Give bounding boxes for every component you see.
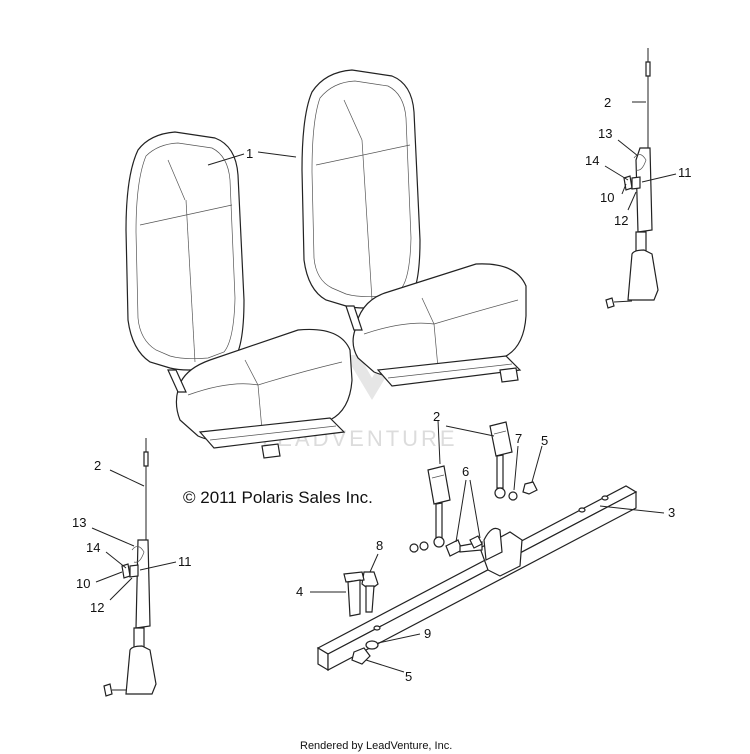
buckles: 2 bbox=[427, 409, 513, 548]
callout-r13: 13 bbox=[598, 126, 612, 141]
callout-5-top: 5 bbox=[541, 433, 548, 448]
callout-7: 7 bbox=[515, 431, 522, 446]
belt-assembly-left: 2 13 14 10 11 12 bbox=[72, 438, 192, 697]
callout-l14: 14 bbox=[86, 540, 100, 555]
callout-l13: 13 bbox=[72, 515, 86, 530]
pin-8: 8 bbox=[361, 538, 383, 613]
callout-r10: 10 bbox=[600, 190, 614, 205]
callout-l12: 12 bbox=[90, 600, 104, 615]
hardware-bottom: 9 5 bbox=[351, 626, 431, 684]
callout-r2: 2 bbox=[604, 95, 611, 110]
callout-l11: 11 bbox=[178, 554, 192, 569]
callout-1: 1 bbox=[207, 146, 297, 166]
callout-5-bottom: 5 bbox=[405, 669, 412, 684]
footer-text: Rendered by LeadVenture, Inc. bbox=[300, 740, 452, 752]
seat-right bbox=[301, 69, 527, 387]
callout-6: 6 bbox=[462, 464, 469, 479]
bar-3: 3 bbox=[316, 485, 675, 672]
bolts-6: 6 bbox=[409, 464, 483, 557]
callout-label-1: 1 bbox=[246, 146, 253, 161]
callout-r12: 12 bbox=[614, 213, 628, 228]
callout-8: 8 bbox=[376, 538, 383, 553]
callout-l2: 2 bbox=[94, 458, 101, 473]
copyright-text: © 2011 Polaris Sales Inc. bbox=[183, 488, 373, 507]
callout-4: 4 bbox=[296, 584, 303, 599]
callout-l10: 10 bbox=[76, 576, 90, 591]
callout-9: 9 bbox=[424, 626, 431, 641]
callout-r11: 11 bbox=[678, 165, 692, 180]
callout-buckles-2: 2 bbox=[433, 409, 440, 424]
callout-3: 3 bbox=[668, 505, 675, 520]
hardware-top: 7 5 bbox=[508, 431, 548, 501]
belt-assembly-right: 2 13 14 10 11 12 bbox=[585, 48, 692, 309]
bolt-4: 4 bbox=[296, 571, 365, 617]
callout-r14: 14 bbox=[585, 153, 599, 168]
seat-left bbox=[125, 131, 353, 459]
